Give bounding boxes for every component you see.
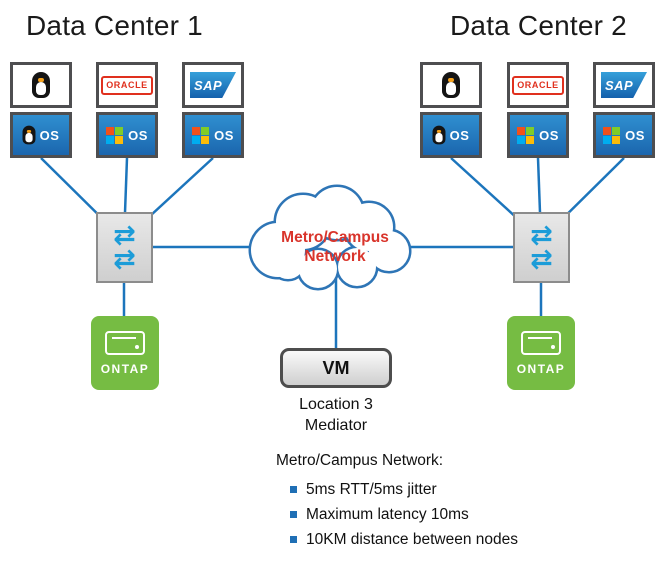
dc1-network-switch: ⇄ ⇄	[96, 212, 153, 283]
bullet-icon	[290, 511, 297, 518]
linux-app-icon	[10, 62, 72, 108]
vm-caption-location: Location 3	[299, 396, 373, 413]
vm-box: VM	[280, 348, 392, 388]
dc2-server-stack-linux: OS	[420, 62, 482, 162]
os-label: OS	[39, 127, 60, 143]
tux-penguin-icon	[22, 125, 36, 145]
storage-drive-icon	[521, 330, 561, 355]
tux-penguin-icon	[432, 125, 446, 145]
vm-caption: Location 3 Mediator	[266, 394, 406, 436]
sap-logo: SAP	[601, 72, 647, 98]
windows-flag-icon	[192, 126, 210, 144]
linux-os-icon: OS	[10, 112, 72, 158]
windows-flag-icon	[106, 126, 124, 144]
switch-arrows-icon: ⇄	[530, 243, 553, 275]
tux-penguin-icon	[442, 72, 460, 98]
notes-heading: Metro/Campus Network:	[276, 452, 444, 469]
cloud-label-line2: Network	[304, 248, 366, 265]
dc1-server-stack-oracle: ORACLE OS	[96, 62, 158, 162]
vm-caption-mediator: Mediator	[304, 417, 368, 434]
windows-flag-icon	[603, 126, 621, 144]
sap-app-icon: SAP	[593, 62, 655, 108]
bullet-icon	[290, 486, 297, 493]
os-label: OS	[449, 127, 470, 143]
switch-arrows-icon: ⇄	[113, 243, 136, 275]
metro-campus-cloud-label: Metro/Campus Network	[256, 228, 414, 266]
note-item: 10KM distance between nodes	[290, 532, 518, 547]
oracle-logo: ORACLE	[101, 75, 153, 95]
note-item: Maximum latency 10ms	[290, 507, 518, 522]
dc2-title: Data Center 2	[450, 10, 627, 41]
note-item: 5ms RTT/5ms jitter	[290, 482, 518, 497]
dc2-server-stack-oracle: ORACLE OS	[507, 62, 569, 162]
network-notes: Metro/Campus Network: 5ms RTT/5ms jitter…	[276, 452, 518, 557]
tux-penguin-icon	[32, 72, 50, 98]
cloud-label-line1: Metro/Campus	[281, 229, 389, 246]
dc2-network-switch: ⇄ ⇄	[513, 212, 570, 283]
os-label: OS	[539, 127, 559, 143]
windows-os-icon: OS	[96, 112, 158, 158]
windows-os-icon: OS	[507, 112, 569, 158]
dc1-title: Data Center 1	[26, 10, 203, 41]
storage-drive-icon	[105, 330, 145, 355]
switch-arrows-icon: ⇄	[530, 219, 553, 251]
oracle-app-icon: ORACLE	[507, 62, 569, 108]
ontap-label: ONTAP	[516, 361, 566, 376]
sap-logo: SAP	[190, 72, 236, 98]
note-text: Maximum latency 10ms	[306, 506, 469, 523]
switch-arrows-icon: ⇄	[113, 219, 136, 251]
dc2-server-stack-sap: SAP OS	[593, 62, 655, 162]
dc1-server-stack-linux: OS	[10, 62, 72, 162]
sap-app-icon: SAP	[182, 62, 244, 108]
dc1-server-stack-sap: SAP OS	[182, 62, 244, 162]
bullet-icon	[290, 536, 297, 543]
os-label: OS	[128, 127, 148, 143]
windows-os-icon: OS	[593, 112, 655, 158]
oracle-app-icon: ORACLE	[96, 62, 158, 108]
vm-label: VM	[322, 357, 350, 378]
os-label: OS	[214, 127, 234, 143]
oracle-logo: ORACLE	[512, 75, 564, 95]
cloud-shape	[248, 184, 412, 291]
note-text: 10KM distance between nodes	[306, 531, 518, 548]
windows-os-icon: OS	[182, 112, 244, 158]
dc2-ontap-storage: ONTAP	[507, 316, 575, 390]
ontap-label: ONTAP	[100, 361, 150, 376]
linux-os-icon: OS	[420, 112, 482, 158]
dc1-ontap-storage: ONTAP	[91, 316, 159, 390]
os-label: OS	[625, 127, 645, 143]
note-text: 5ms RTT/5ms jitter	[306, 481, 437, 498]
windows-flag-icon	[517, 126, 535, 144]
linux-app-icon	[420, 62, 482, 108]
